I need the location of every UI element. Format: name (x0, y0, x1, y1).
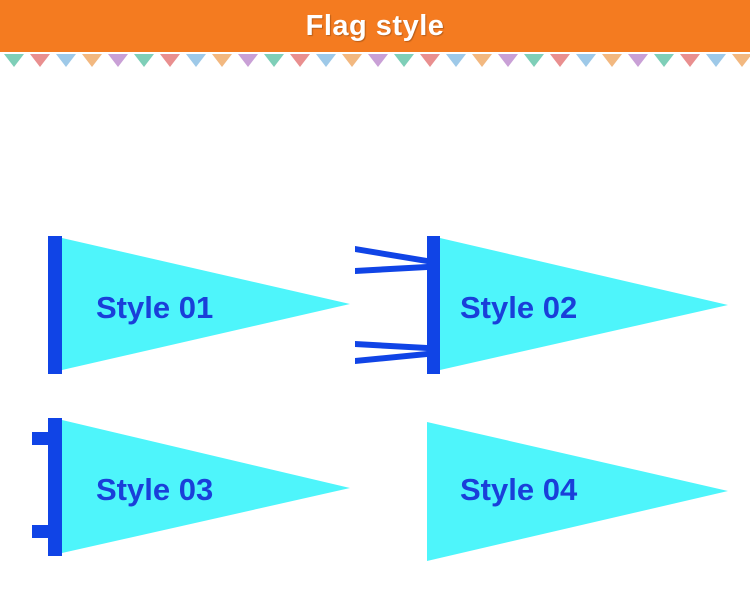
bunting-triangle (30, 54, 50, 67)
tab-top-style-03 (32, 432, 50, 445)
label-style-02: Style 02 (460, 290, 577, 325)
bunting-triangle (680, 54, 700, 67)
bunting-triangle (654, 54, 674, 67)
pennant-style-03 (62, 420, 350, 553)
bunting-triangle (576, 54, 596, 67)
pole-style-03 (48, 418, 62, 556)
pole-style-02 (427, 236, 440, 374)
bunting-triangle (368, 54, 388, 67)
bunting-triangle (238, 54, 258, 67)
bunting-triangle (706, 54, 726, 67)
bunting-triangle (498, 54, 518, 67)
pole-style-01 (48, 236, 62, 374)
bunting-triangle (186, 54, 206, 67)
bunting-triangle (524, 54, 544, 67)
bunting-triangle (628, 54, 648, 67)
flag-style-01: Style 01 (48, 236, 350, 374)
bunting-decoration (4, 54, 750, 67)
bunting-triangle (264, 54, 284, 67)
pennant-style-01 (62, 238, 350, 370)
flag-style-03: Style 03 (32, 418, 350, 556)
bunting-triangle (342, 54, 362, 67)
bunting-triangle (4, 54, 24, 67)
tab-bottom-style-03 (32, 525, 50, 538)
flag-style-02: Style 02 (355, 236, 728, 374)
bunting-triangle (316, 54, 336, 67)
pennant-style-04 (427, 422, 728, 561)
label-style-01: Style 01 (96, 290, 213, 325)
bunting-triangle (420, 54, 440, 67)
ties-style-02 (355, 246, 427, 364)
header-banner: Flag style (0, 0, 750, 52)
page-title: Flag style (305, 9, 445, 42)
label-style-04: Style 04 (460, 472, 578, 507)
bunting-triangle (394, 54, 414, 67)
bunting-triangle (82, 54, 102, 67)
bunting-triangle (56, 54, 76, 67)
label-style-03: Style 03 (96, 472, 213, 507)
bunting-triangle (732, 54, 750, 67)
bunting-triangle (108, 54, 128, 67)
flag-style-04: Style 04 (427, 422, 728, 561)
bunting-triangle (134, 54, 154, 67)
bunting-triangle (160, 54, 180, 67)
pennant-style-02 (440, 238, 728, 370)
bunting-triangle (602, 54, 622, 67)
bunting-triangle (472, 54, 492, 67)
bunting-triangle (290, 54, 310, 67)
bunting-triangle (212, 54, 232, 67)
bunting-triangle (446, 54, 466, 67)
bunting-triangle (550, 54, 570, 67)
